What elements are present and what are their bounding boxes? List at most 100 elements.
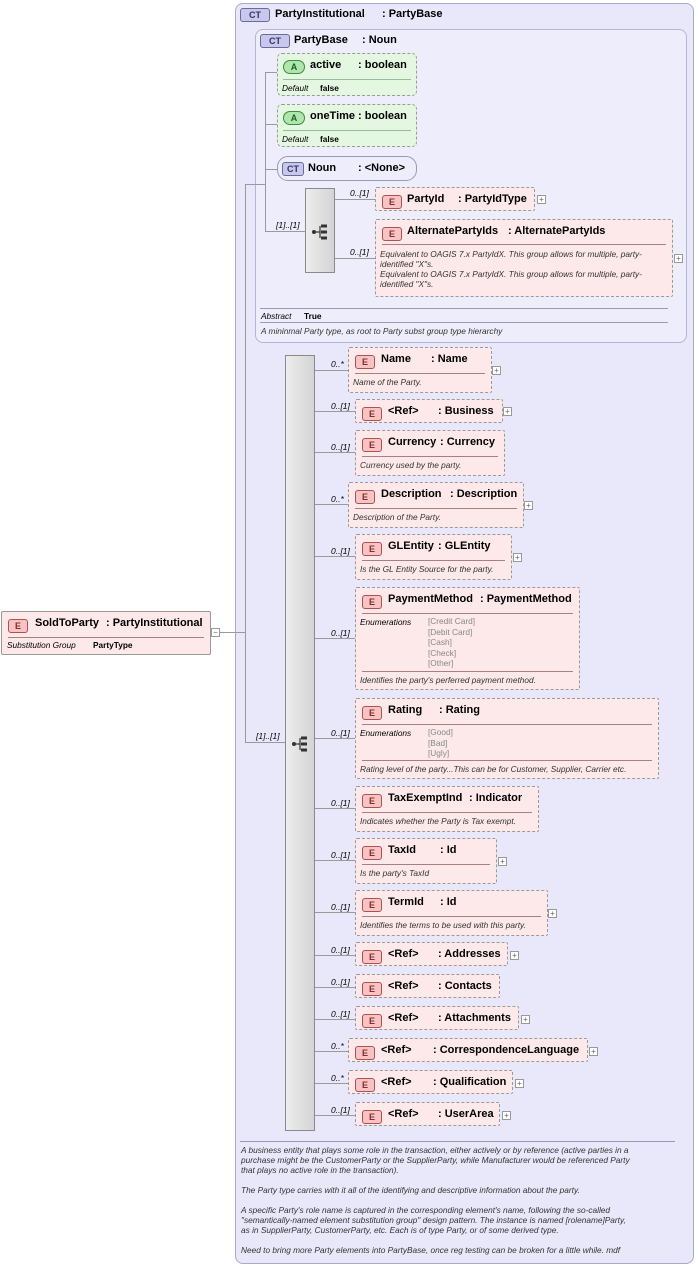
element-documentation: identified "X"s. xyxy=(380,259,434,269)
element-type: : Contacts xyxy=(438,980,492,992)
expand-toggle[interactable]: + xyxy=(537,195,546,204)
expand-toggle[interactable]: + xyxy=(492,366,501,375)
doc-line: Need to bring more Party elements into P… xyxy=(241,1245,621,1255)
divider xyxy=(362,671,573,672)
sequence-compositor[interactable] xyxy=(285,355,315,1131)
element-icon: E xyxy=(362,1110,382,1124)
expand-toggle[interactable]: + xyxy=(513,553,522,562)
divider xyxy=(382,244,666,245)
noun-complex-type[interactable]: CT Noun : <None> xyxy=(277,156,417,181)
expand-toggle[interactable]: + xyxy=(589,1047,598,1056)
element-ref-user-area[interactable]: E <Ref> : UserArea xyxy=(355,1102,500,1126)
sequence-compositor[interactable] xyxy=(305,188,335,273)
multiplicity: 0..* xyxy=(331,1073,344,1083)
element-payment-method[interactable]: E PaymentMethod : PaymentMethod Enumerat… xyxy=(355,587,580,690)
default-value: false xyxy=(320,83,339,93)
element-rating[interactable]: E Rating : Rating Enumerations [Good] [B… xyxy=(355,698,659,779)
multiplicity: 0..[1] xyxy=(331,442,350,452)
element-documentation: Rating level of the party...This can be … xyxy=(360,764,627,774)
element-glentity[interactable]: E GLEntity : GLEntity Is the GL Entity S… xyxy=(355,534,512,580)
element-name-label: TermId xyxy=(388,896,424,908)
element-description[interactable]: E Description : Description Description … xyxy=(348,482,524,528)
attribute-type: : boolean xyxy=(358,59,407,71)
expand-toggle[interactable]: + xyxy=(510,951,519,960)
expand-toggle[interactable]: + xyxy=(521,1015,530,1024)
doc-line: A business entity that plays some role i… xyxy=(241,1145,629,1155)
multiplicity: 0..* xyxy=(331,1041,344,1051)
expand-toggle[interactable]: − xyxy=(211,628,220,637)
element-term-id[interactable]: E TermId : Id Identifies the terms to be… xyxy=(355,890,548,936)
element-icon: E xyxy=(362,1014,382,1028)
connector xyxy=(265,72,266,232)
element-ref-business[interactable]: E <Ref> : Business xyxy=(355,399,503,423)
doc-line: purchase might be the CustomerParty or t… xyxy=(241,1155,630,1165)
attribute-type: : boolean xyxy=(358,110,407,122)
connector xyxy=(245,184,265,185)
element-name-label: Currency xyxy=(388,436,437,448)
connector xyxy=(220,632,246,633)
element-alternate-party-ids[interactable]: E AlternatePartyIds : AlternatePartyIds … xyxy=(375,219,673,297)
element-party-id[interactable]: E PartyId : PartyIdType xyxy=(375,187,535,211)
element-icon: E xyxy=(362,542,382,556)
element-icon: E xyxy=(355,1078,375,1092)
element-name: PartyId xyxy=(407,193,445,205)
divider xyxy=(362,613,573,614)
expand-toggle[interactable]: + xyxy=(503,407,512,416)
element-icon: E xyxy=(362,595,382,609)
element-type: : PartyInstitutional xyxy=(106,617,203,629)
element-type: : Attachments xyxy=(438,1012,511,1024)
expand-toggle[interactable]: + xyxy=(548,909,557,918)
element-icon: E xyxy=(362,407,382,421)
attribute-active[interactable]: A active : boolean Default false xyxy=(277,53,417,96)
multiplicity: 0..[1] xyxy=(331,945,350,955)
attribute-onetime[interactable]: A oneTime : boolean Default false xyxy=(277,104,417,147)
connector xyxy=(315,370,348,371)
divider xyxy=(260,322,668,323)
multiplicity: [1]..[1] xyxy=(256,731,280,741)
party-base-documentation: A mininmal Party type, as root to Party … xyxy=(261,326,503,336)
element-tax-id[interactable]: E TaxId : Id Is the party's TaxId xyxy=(355,838,497,884)
expand-toggle[interactable]: + xyxy=(498,857,507,866)
element-ref-contacts[interactable]: E <Ref> : Contacts xyxy=(355,974,500,998)
element-currency[interactable]: E Currency : Currency Currency used by t… xyxy=(355,430,505,476)
party-institutional-type: : PartyBase xyxy=(382,8,443,20)
element-name-label: <Ref> xyxy=(388,948,419,960)
connector xyxy=(315,1115,355,1116)
element-tax-exempt-ind[interactable]: E TaxExemptInd : Indicator Indicates whe… xyxy=(355,786,539,832)
multiplicity: 0..[1] xyxy=(350,188,369,198)
divider xyxy=(355,508,517,509)
doc-line: The Party type carries with it all of th… xyxy=(241,1185,580,1195)
element-type: : Description xyxy=(450,488,518,500)
element-icon: E xyxy=(362,706,382,720)
enumeration-list: [Good] [Bad] [Ugly] xyxy=(428,727,453,759)
default-value: false xyxy=(320,134,339,144)
expand-toggle[interactable]: + xyxy=(502,1111,511,1120)
enumeration-value: [Credit Card] xyxy=(428,616,476,626)
element-type: : Rating xyxy=(439,704,480,716)
divider xyxy=(260,308,668,309)
divider xyxy=(362,560,505,561)
expand-toggle[interactable]: + xyxy=(515,1079,524,1088)
element-icon: E xyxy=(362,794,382,808)
element-icon: E xyxy=(355,1046,375,1060)
element-name[interactable]: E Name : Name Name of the Party. xyxy=(348,347,492,393)
expand-toggle[interactable]: + xyxy=(674,254,683,263)
element-ref-correspondence-language[interactable]: E <Ref> : CorrespondenceLanguage xyxy=(348,1038,588,1062)
enumerations-label: Enumerations xyxy=(360,728,412,738)
multiplicity: 0..[1] xyxy=(331,728,350,738)
connector xyxy=(315,411,355,412)
element-type: : AlternatePartyIds xyxy=(508,225,606,237)
enumeration-value: [Debit Card] xyxy=(428,626,473,637)
element-ref-addresses[interactable]: E <Ref> : Addresses xyxy=(355,942,508,966)
doc-line xyxy=(241,1195,681,1205)
root-element-sold-to-party[interactable]: E SoldToParty : PartyInstitutional Subst… xyxy=(1,611,211,655)
element-ref-attachments[interactable]: E <Ref> : Attachments xyxy=(355,1006,519,1030)
connector xyxy=(315,860,355,861)
connector xyxy=(315,556,355,557)
multiplicity: 0..[1] xyxy=(331,1105,350,1115)
element-documentation: Name of the Party. xyxy=(353,377,422,387)
expand-toggle[interactable]: + xyxy=(524,501,533,510)
enumeration-list: [Credit Card] [Debit Card] [Cash] [Check… xyxy=(428,616,475,669)
multiplicity: 0..[1] xyxy=(331,401,350,411)
element-ref-qualification[interactable]: E <Ref> : Qualification xyxy=(348,1070,513,1094)
